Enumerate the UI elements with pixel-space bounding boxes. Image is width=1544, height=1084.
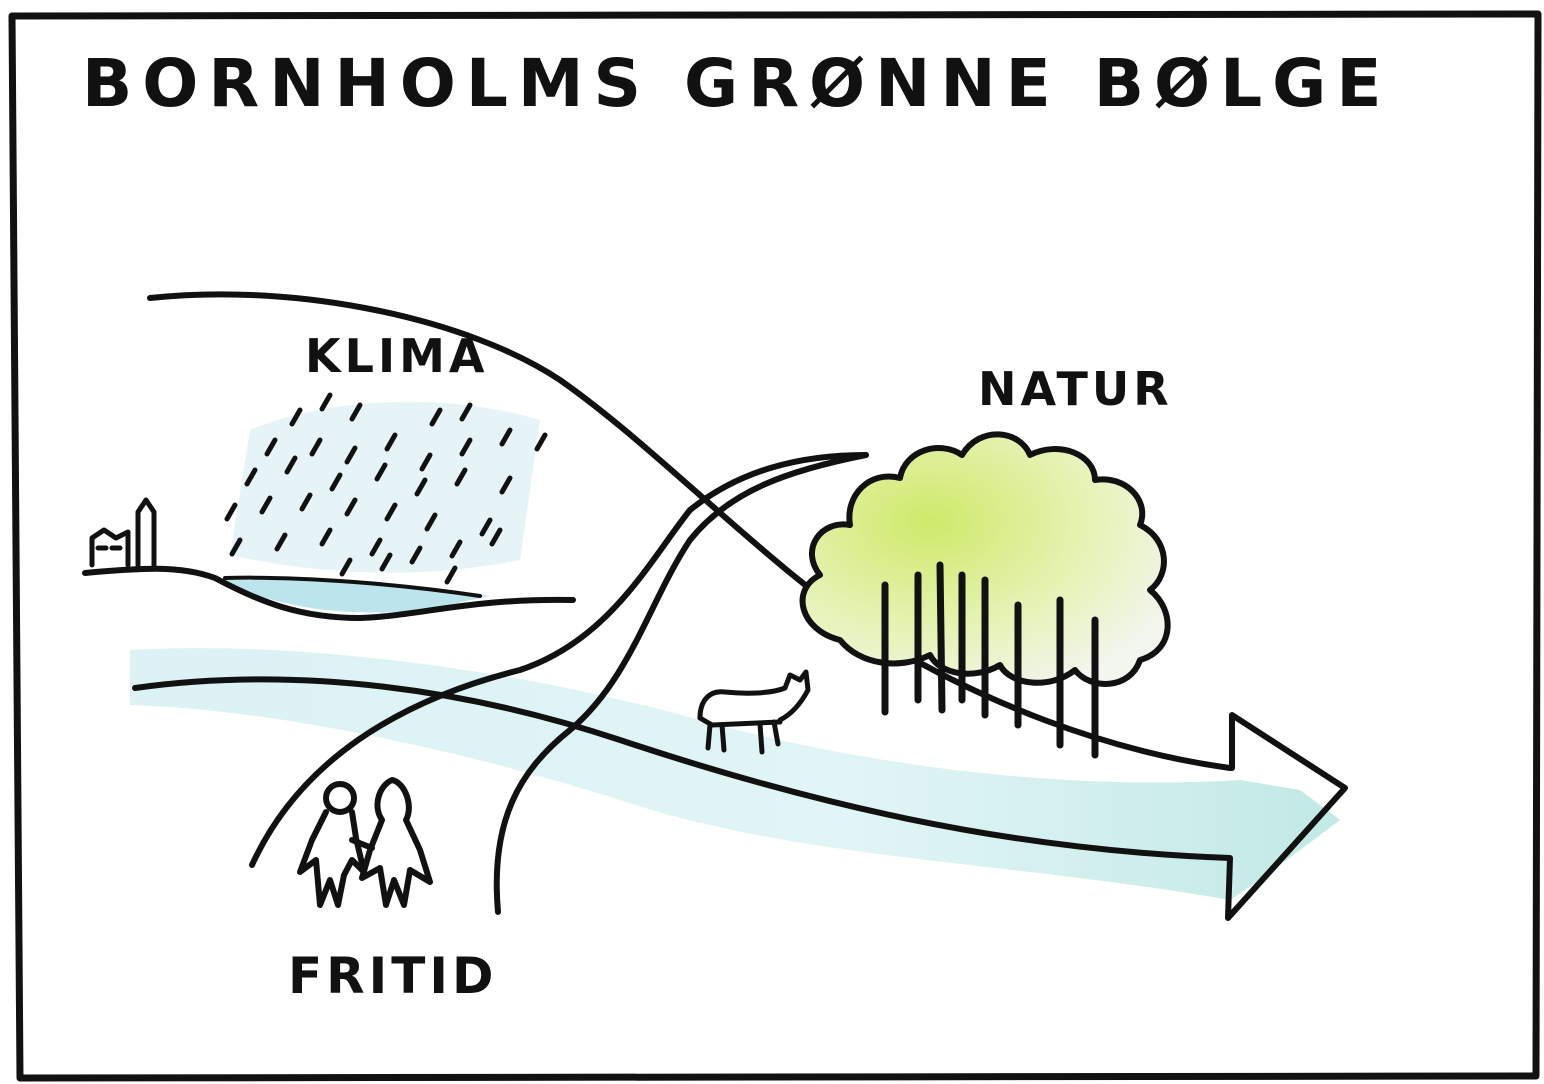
label-natur: NATUR: [978, 362, 1173, 416]
rain-drop: [322, 395, 330, 409]
page-title: BORNHOLMS GRØNNE BØLGE: [82, 45, 1391, 122]
people-icon: [300, 780, 430, 905]
tree-icon: [803, 434, 1168, 755]
rain-drop: [537, 435, 545, 449]
rain-icon: [227, 395, 545, 582]
church-icon: [92, 500, 154, 565]
label-fritid: FRITID: [288, 947, 497, 1005]
rain-drop: [227, 505, 235, 519]
label-klima: KLIMA: [305, 329, 488, 383]
